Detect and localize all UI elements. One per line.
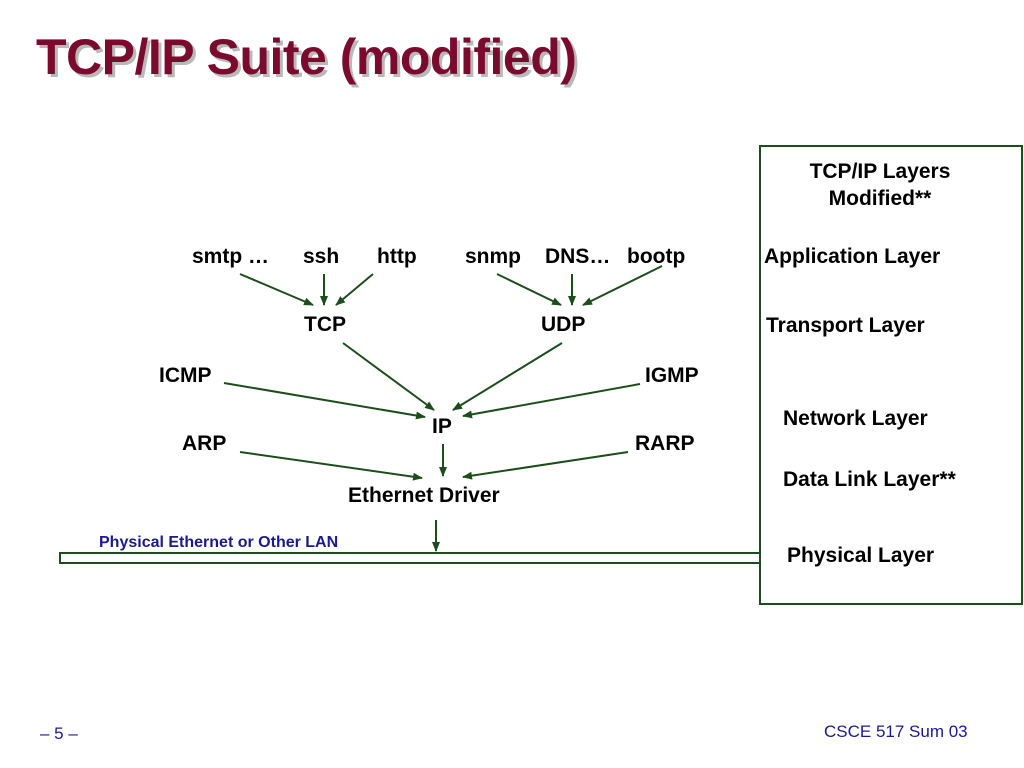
physical-lan-bar xyxy=(59,552,761,564)
layer-data-link: Data Link Layer** xyxy=(783,468,956,491)
arrow-icmp-ip xyxy=(223,382,426,420)
layers-heading-line1: TCP/IP Layers xyxy=(809,160,951,183)
layers-panel-heading: TCP/IP Layers Modified** xyxy=(760,158,1000,212)
protocol-ssh: ssh xyxy=(303,245,340,268)
arrow-tcp-ip xyxy=(342,342,435,411)
arrow-arp-ethernet xyxy=(239,451,423,481)
protocol-ip: IP xyxy=(432,415,452,438)
course-label: CSCE 517 Sum 03 xyxy=(824,722,968,741)
arrow-snmp-udp xyxy=(496,273,562,306)
arrow-http-tcp xyxy=(335,273,374,306)
layer-physical: Physical Layer xyxy=(787,544,935,567)
arrow-igmp-ip xyxy=(462,383,641,419)
page-number: – 5 – xyxy=(40,724,78,743)
arrow-smtp-tcp xyxy=(239,273,314,306)
protocol-arp: ARP xyxy=(182,432,227,455)
layer-transport: Transport Layer xyxy=(766,314,925,337)
physical-medium-label: Physical Ethernet or Other LAN xyxy=(99,534,339,551)
arrow-bootp-udp xyxy=(582,265,663,306)
protocol-dns: DNS… xyxy=(545,245,611,268)
protocol-bootp: bootp xyxy=(627,245,686,268)
arrow-udp-ip xyxy=(452,342,563,411)
layers-panel xyxy=(759,145,1023,605)
layers-heading-line2: Modified** xyxy=(828,187,932,210)
protocol-icmp: ICMP xyxy=(159,364,212,387)
ethernet-driver: Ethernet Driver xyxy=(348,484,500,507)
layer-application: Application Layer xyxy=(764,245,941,268)
protocol-rarp: RARP xyxy=(635,432,695,455)
protocol-smtp: smtp … xyxy=(192,245,270,268)
protocol-http: http xyxy=(377,245,417,268)
protocol-igmp: IGMP xyxy=(645,364,699,387)
layer-network: Network Layer xyxy=(783,407,928,430)
slide-title: TCP/IP Suite (modified) xyxy=(36,29,577,85)
protocol-tcp: TCP xyxy=(304,313,346,336)
protocol-udp: UDP xyxy=(541,313,586,336)
protocol-snmp: snmp xyxy=(465,245,522,268)
arrow-rarp-ethernet xyxy=(462,451,629,480)
